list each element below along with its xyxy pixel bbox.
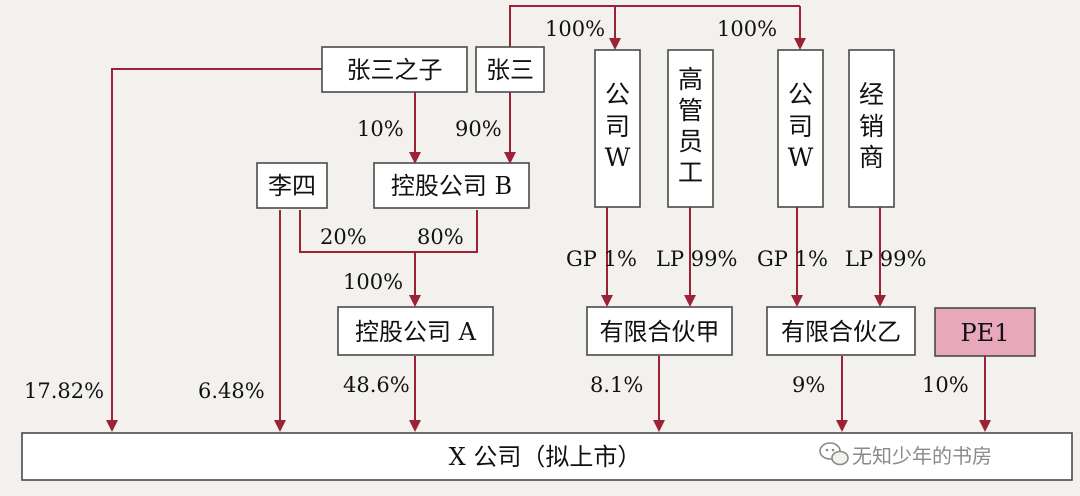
box-holding-b xyxy=(373,162,530,209)
pct-jia-to-x: 8.1% xyxy=(590,373,643,397)
box-company-w1 xyxy=(594,49,641,208)
label-executives-2: 管 xyxy=(678,96,703,125)
box-pe1 xyxy=(934,307,1036,357)
box-company-w2 xyxy=(777,49,824,208)
pct-lisi-to-a: 20% xyxy=(320,225,367,249)
pct-yi-to-x: 9% xyxy=(792,373,825,397)
pct-a-to-x: 48.6% xyxy=(343,373,410,397)
box-partnership-jia xyxy=(586,306,733,356)
label-holding-b: 控股公司 B xyxy=(391,172,512,200)
label-company-x: X 公司（拟上市） xyxy=(449,443,642,471)
label-son: 张三之子 xyxy=(347,56,443,84)
label-company-w2-2: 司 xyxy=(788,112,813,141)
label-zhangsan: 张三 xyxy=(486,56,534,84)
pct-zs-to-w2: 100% xyxy=(717,17,777,41)
label-executives-3: 员 xyxy=(678,127,703,156)
pct-w1-gp: GP 1% xyxy=(566,247,637,271)
label-lisi: 李四 xyxy=(268,172,316,200)
pct-b-to-a: 80% xyxy=(417,225,464,249)
label-company-w2-3: W xyxy=(788,143,814,172)
edge-son-to-x xyxy=(106,68,322,432)
box-company-x xyxy=(21,432,1073,481)
box-zhangsan xyxy=(475,46,545,93)
pct-son-to-b: 10% xyxy=(357,117,404,141)
watermark-text: 无知少年的书房 xyxy=(852,444,992,468)
box-lisi xyxy=(256,162,328,209)
label-partnership-jia: 有限合伙甲 xyxy=(600,318,720,346)
pct-exec-lp: LP 99% xyxy=(656,247,737,271)
wechat-icon xyxy=(819,442,849,466)
box-holding-a xyxy=(337,306,494,356)
pct-w2-gp: GP 1% xyxy=(757,247,828,271)
box-executives xyxy=(667,49,714,208)
label-distributors-2: 销 xyxy=(859,112,884,141)
box-distributors xyxy=(848,49,895,208)
edge-zhangsan-to-w-top xyxy=(509,5,800,47)
label-company-w1-3: W xyxy=(605,143,631,172)
box-partnership-yi xyxy=(766,306,916,356)
pct-lisi-to-x: 6.48% xyxy=(198,379,265,403)
label-pe1: PE1 xyxy=(961,319,1010,347)
label-distributors-1: 经 xyxy=(859,80,884,109)
label-company-w1-1: 公 xyxy=(605,80,630,109)
label-executives-1: 高 xyxy=(678,65,703,94)
pct-zs-to-b: 90% xyxy=(455,117,502,141)
label-partnership-yi: 有限合伙乙 xyxy=(781,318,901,346)
pct-dist-lp: LP 99% xyxy=(845,247,926,271)
pct-pe1-to-x: 10% xyxy=(922,373,969,397)
label-company-w2-1: 公 xyxy=(788,80,813,109)
pct-zs-to-w1: 100% xyxy=(545,17,605,41)
pct-son-to-x: 17.82% xyxy=(24,379,104,403)
pct-a-combined: 100% xyxy=(343,270,403,294)
label-company-w1-2: 司 xyxy=(605,112,630,141)
label-executives-4: 工 xyxy=(678,158,703,187)
label-holding-a: 控股公司 A xyxy=(355,318,477,346)
edge-lisi-b-bracket xyxy=(299,210,478,253)
label-distributors-3: 商 xyxy=(859,143,884,172)
box-son xyxy=(321,46,468,93)
